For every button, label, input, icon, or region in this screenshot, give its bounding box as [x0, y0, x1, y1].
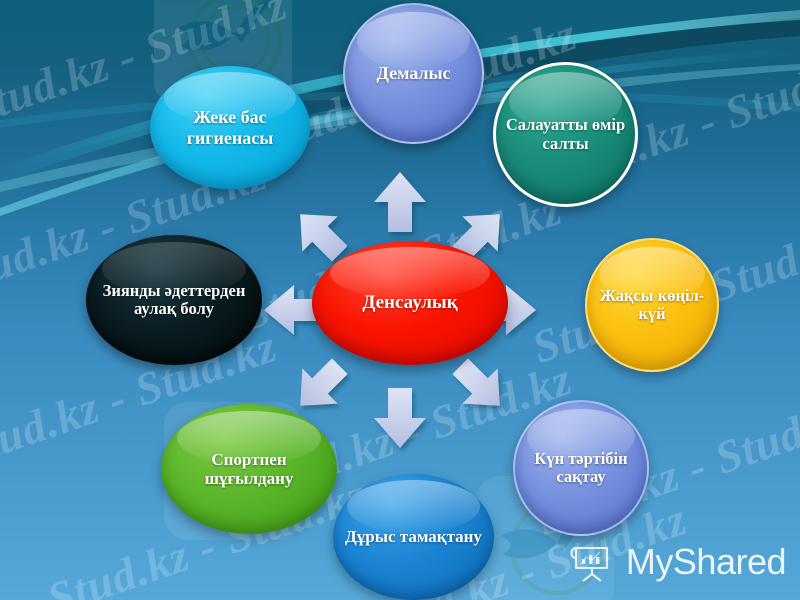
node-durys-tamaqtanu[interactable]: Дұрыс тамақтану	[333, 474, 494, 600]
node-zhaqsy-konil-kuy[interactable]: Жақсы көңіл-күй	[585, 238, 719, 372]
node-label: Спортпен шұғылдану	[204, 449, 294, 488]
node-label: Дұрыс тамақтану	[345, 527, 482, 547]
presentation-board-icon	[570, 546, 608, 582]
node-label: Зиянды әдеттерден аулақ болу	[102, 280, 246, 318]
node-demalys[interactable]: Демалыс	[343, 3, 484, 144]
node-label: Жақсы көңіл-күй	[599, 285, 705, 323]
node-kun-tartibin-saqtau[interactable]: Күн тәртібін сақтау	[513, 400, 649, 536]
arrow-up-left	[300, 214, 348, 262]
arrow-left	[264, 285, 324, 335]
node-salauatty-omir-salty[interactable]: Салауатты өмір салты	[493, 62, 638, 207]
center-node-densaulyq[interactable]: Денсаулық	[312, 241, 508, 365]
node-label: Салауатты өмір салты	[505, 115, 626, 153]
node-sportpen-shugyldanu[interactable]: Спортпен шұғылдану	[161, 404, 337, 534]
node-label: Күн тәртібін сақтау	[534, 448, 628, 486]
node-zheke-bas-gigienasy[interactable]: Жеке бас гигиенасы	[150, 66, 310, 189]
node-ziyandy-adetterden-aulaq-bolu[interactable]: Зиянды әдеттерден аулақ болу	[86, 235, 262, 365]
myshared-branding: MyShared	[569, 540, 787, 584]
arrow-down-left	[300, 358, 348, 406]
myshared-wordmark: MyShared	[625, 541, 787, 582]
arrow-down-right	[452, 358, 500, 406]
node-label: Демалыс	[376, 63, 451, 84]
node-label: Жеке бас гигиенасы	[186, 107, 274, 148]
center-node-label: Денсаулық	[362, 292, 458, 314]
arrow-group	[264, 172, 536, 448]
arrow-up	[374, 172, 426, 232]
arrow-down	[374, 388, 426, 448]
arrow-up-right	[452, 214, 500, 262]
